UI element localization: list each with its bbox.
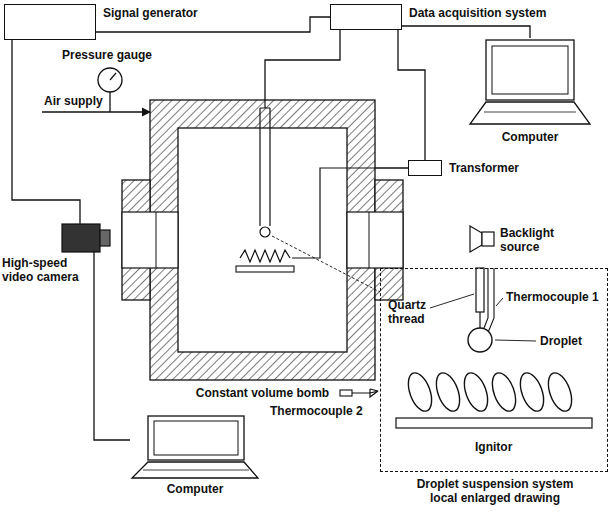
gauge-stem bbox=[109, 92, 110, 112]
instrument-box: Data acquisition system bbox=[330, 4, 402, 30]
video-camera: High-speed video camera bbox=[62, 224, 100, 252]
backlight-lamp: Backlight source bbox=[470, 226, 494, 252]
droplet-symbol bbox=[260, 227, 270, 237]
laptop-display bbox=[154, 421, 238, 455]
ignitor-wire bbox=[292, 168, 375, 258]
part-label: Ignitor bbox=[475, 440, 512, 454]
quartz-thread bbox=[479, 312, 480, 328]
ignitor-coil bbox=[432, 370, 464, 414]
camera-body bbox=[62, 224, 100, 252]
air-supply-line bbox=[42, 111, 150, 112]
leader-line bbox=[496, 298, 503, 306]
laptop-base bbox=[132, 462, 258, 478]
part-label: Droplet bbox=[540, 334, 582, 348]
ignitor-coil bbox=[240, 250, 290, 262]
ignitor-base bbox=[396, 418, 592, 428]
droplet-symbol bbox=[468, 328, 492, 352]
ignitor-coil bbox=[516, 370, 548, 414]
thermocouple-wire bbox=[260, 100, 270, 226]
laptop-computer: Computer bbox=[470, 38, 590, 126]
ignitor-coil bbox=[460, 370, 492, 414]
node-label: Transformer bbox=[449, 161, 519, 175]
laptop-base bbox=[470, 102, 590, 124]
instrument-box: Signal generator bbox=[4, 4, 96, 40]
node-label: Backlight source bbox=[500, 226, 572, 254]
gauge-needle bbox=[110, 73, 116, 80]
ignitor-coil bbox=[544, 370, 576, 414]
thermocouple-wire bbox=[482, 268, 494, 335]
ignitor-coil bbox=[404, 370, 436, 414]
connector-line bbox=[12, 40, 80, 224]
camera-lens bbox=[100, 230, 110, 246]
laptop-keyboard bbox=[484, 112, 576, 113]
thermocouple-probe bbox=[352, 389, 378, 397]
node-label: Data acquisition system bbox=[409, 6, 546, 20]
quartz-window bbox=[122, 212, 178, 268]
connector-line bbox=[402, 26, 530, 38]
quartz-window bbox=[347, 212, 403, 268]
lamp-body bbox=[482, 232, 494, 246]
bomb-housing bbox=[150, 100, 375, 380]
transformer-box: Transformer bbox=[408, 160, 442, 176]
connector-line bbox=[375, 167, 408, 168]
connector-line bbox=[398, 30, 425, 160]
laptop-screen bbox=[148, 416, 244, 460]
thermocouple-probe bbox=[340, 390, 352, 396]
part-label: Thermocouple 2 bbox=[270, 404, 363, 418]
lamp-reflector bbox=[470, 226, 482, 252]
node-label: Signal generator bbox=[103, 6, 198, 20]
connector-line bbox=[265, 30, 340, 100]
node-label: Constant volume bomb bbox=[150, 386, 375, 400]
ignitor-coil bbox=[488, 370, 520, 414]
zoom-line bbox=[272, 236, 380, 292]
pressure-gauge-symbol bbox=[98, 68, 122, 92]
leader-line bbox=[495, 340, 536, 341]
node-label: High-speed video camera bbox=[2, 256, 86, 284]
window-glass bbox=[369, 212, 370, 268]
laptop-screen bbox=[486, 40, 574, 100]
part-label: Thermocouple 1 bbox=[506, 290, 599, 304]
part-label: Quartz thread bbox=[388, 298, 440, 326]
laptop-computer: Computer bbox=[130, 414, 260, 478]
leader-line bbox=[430, 294, 474, 308]
part-label: Air supply bbox=[44, 94, 103, 108]
window-glass bbox=[156, 212, 157, 268]
laptop-keyboard bbox=[143, 470, 249, 471]
node-label: Computer bbox=[130, 482, 260, 496]
laptop-display bbox=[492, 46, 568, 94]
node-label: Computer bbox=[470, 130, 590, 144]
connector-line bbox=[94, 252, 130, 440]
bomb-chamber bbox=[178, 128, 347, 352]
constant-volume-bomb: Constant volume bomb bbox=[150, 100, 375, 380]
node-label: Droplet suspension system local enlarged… bbox=[409, 477, 581, 505]
part-label: Pressure gauge bbox=[62, 48, 152, 62]
ignitor-base bbox=[236, 266, 294, 272]
quartz-rod bbox=[476, 268, 484, 312]
